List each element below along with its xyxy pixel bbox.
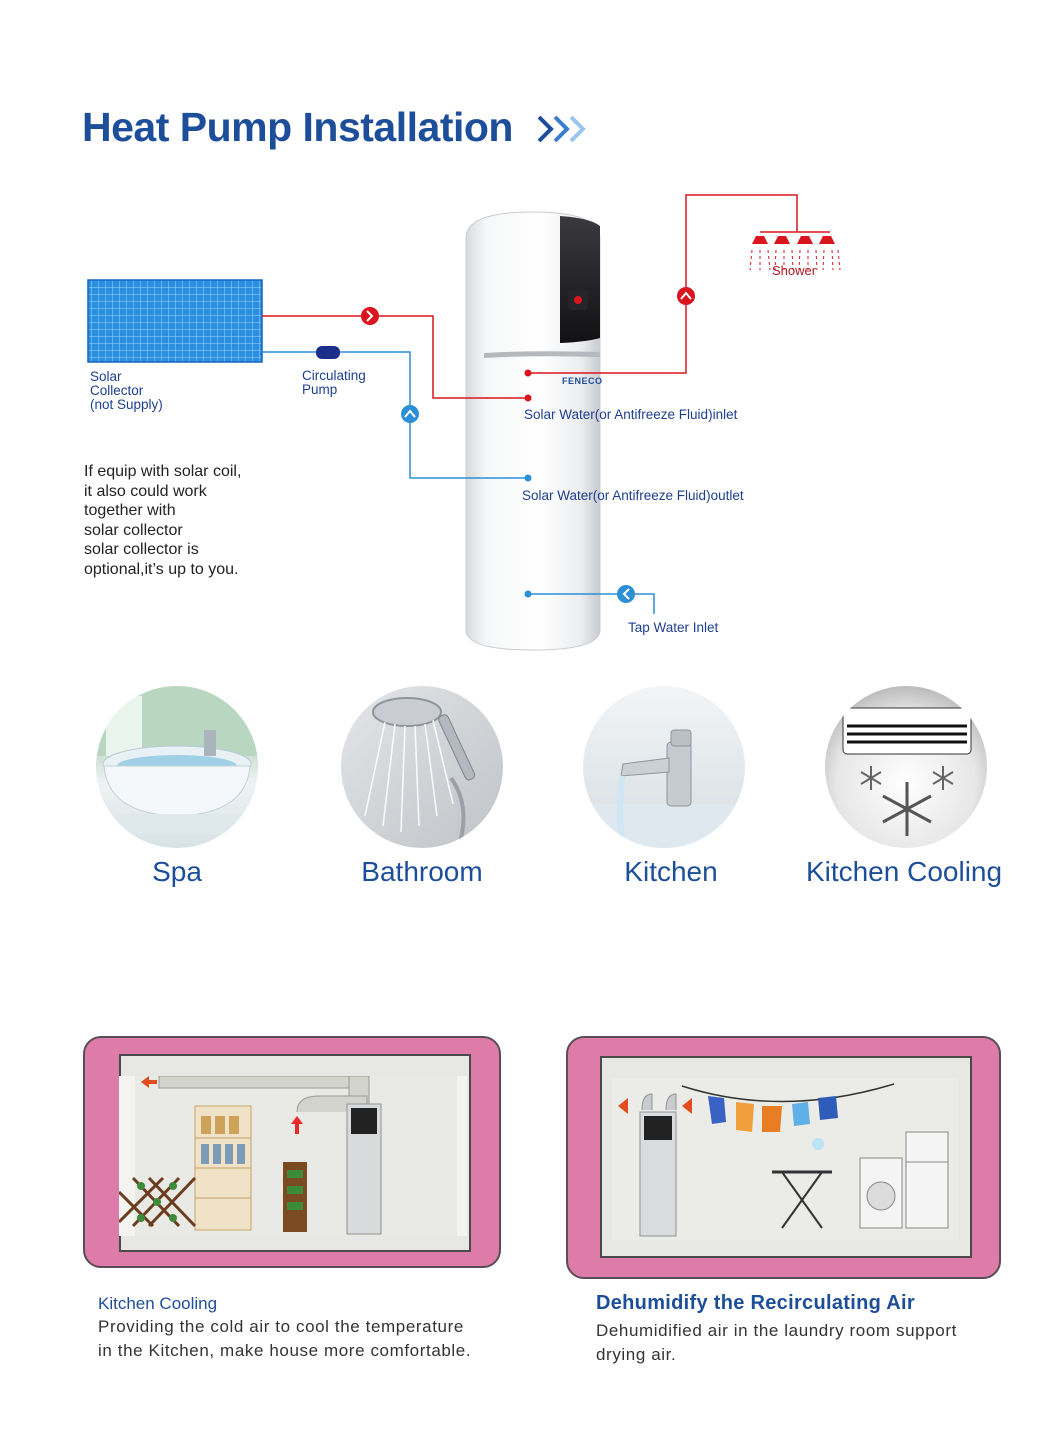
air-conditioner-icon — [842, 707, 972, 836]
shower-heads-icon — [749, 231, 841, 271]
solar-collector-panel — [87, 279, 263, 363]
solar-note: If equip with solar coil, it also could … — [84, 463, 242, 578]
flow-arrow-up-icon — [677, 287, 695, 305]
solar-inlet-label: Solar Water(or Antifreeze Fluid)inlet — [524, 407, 738, 422]
circulating-pump-label: Circulating Pump — [302, 368, 366, 397]
laundry-scene-illustration — [612, 1078, 958, 1240]
kitchen-cooling-panel — [83, 1036, 501, 1268]
shower-head-icon — [364, 697, 476, 847]
flow-arrow-up-icon — [401, 405, 419, 423]
panel-body-kitchen-cooling: Providing the cold air to cool the tempe… — [98, 1317, 472, 1360]
installation-diagram — [87, 194, 841, 651]
application-label-kitchen-cooling: Kitchen Cooling — [805, 856, 1003, 887]
application-label-spa: Spa — [152, 856, 202, 887]
kitchen-scene-illustration — [119, 1076, 467, 1236]
shower-label: Shower — [772, 263, 817, 278]
circulating-pump-icon — [316, 346, 340, 359]
flow-arrow-left-icon — [617, 585, 635, 603]
faucet-icon — [583, 729, 745, 848]
panel-body-dehumidify: Dehumidified air in the laundry room sup… — [596, 1321, 957, 1364]
brand-logo: FENECO — [562, 376, 603, 386]
solar-outlet-label: Solar Water(or Antifreeze Fluid)outlet — [522, 488, 744, 503]
dehumidify-panel — [566, 1036, 1001, 1279]
kitchen-image — [583, 686, 745, 848]
tap-water-inlet-label: Tap Water Inlet — [628, 620, 719, 635]
air-flow-arrow-icon — [141, 1076, 149, 1088]
spa-image — [96, 686, 258, 848]
kitchen-cooling-image — [825, 686, 987, 848]
panel-title-kitchen-cooling: Kitchen Cooling — [98, 1294, 218, 1313]
panel-title-dehumidify: Dehumidify the Recirculating Air — [596, 1292, 915, 1314]
application-label-kitchen: Kitchen — [624, 856, 718, 887]
solar-collector-label: Solar Collector (not Supply) — [90, 369, 163, 412]
heat-pump-tank — [465, 211, 601, 651]
snowflake-icon — [882, 782, 932, 836]
bathroom-image — [341, 686, 503, 848]
bathtub-icon — [96, 686, 258, 834]
air-flow-arrow-icon — [618, 1098, 628, 1114]
application-label-bathroom: Bathroom — [361, 856, 483, 887]
page-title: Heat Pump Installation — [82, 104, 513, 150]
chevrons-right-icon — [537, 115, 586, 143]
flow-arrow-right-icon — [361, 307, 379, 325]
